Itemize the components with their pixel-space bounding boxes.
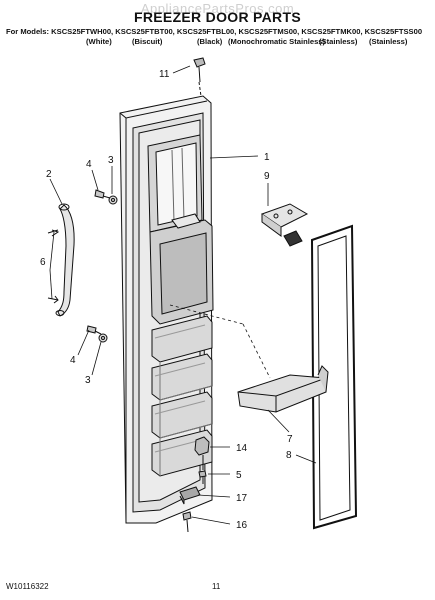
bracket-part xyxy=(260,203,309,247)
callout-16: 16 xyxy=(236,520,248,531)
callout-3-upper: 3 xyxy=(108,155,114,166)
color-label-stainless-1: (Stainless) xyxy=(319,37,358,46)
upper-screw-washer-part xyxy=(94,189,118,205)
color-label-stainless-2: (Stainless) xyxy=(369,37,408,46)
lower-screw-washer-part xyxy=(86,325,108,343)
door-handle-part xyxy=(47,203,75,317)
callout-8: 8 xyxy=(286,450,292,461)
callout-2: 2 xyxy=(46,169,52,180)
color-label-monochromatic-stainless: (Monochromatic Stainless) xyxy=(228,37,326,46)
callout-9: 9 xyxy=(264,171,270,182)
hinge-bushing-part xyxy=(194,436,210,470)
color-label-white: (White) xyxy=(86,37,112,46)
color-label-biscuit: (Biscuit) xyxy=(132,37,163,46)
callout-7: 7 xyxy=(287,434,293,445)
page-header: AppliancePartsPros.com FREEZER DOOR PART… xyxy=(0,0,435,70)
page-title: FREEZER DOOR PARTS xyxy=(134,9,301,25)
door-bin-part xyxy=(237,365,329,413)
callout-14: 14 xyxy=(236,443,248,454)
callout-11: 11 xyxy=(159,69,170,80)
door-panel-part xyxy=(119,95,214,524)
models-line: For Models: KSCS25FTWH00, KSCS25FTBT00, … xyxy=(6,27,423,36)
door-gasket-part xyxy=(310,224,358,530)
color-label-black: (Black) xyxy=(197,37,223,46)
page-number: 11 xyxy=(212,582,221,591)
callout-3-lower: 3 xyxy=(85,375,91,386)
leader-lines xyxy=(49,65,317,525)
callout-4-lower: 4 xyxy=(70,355,76,366)
callout-1: 1 xyxy=(264,152,270,163)
bottom-screw-part xyxy=(182,511,192,533)
callout-5: 5 xyxy=(236,470,242,481)
top-screw-part xyxy=(193,57,206,97)
hinge-screw-part xyxy=(198,470,207,484)
callout-6: 6 xyxy=(40,257,46,268)
callout-17: 17 xyxy=(236,493,248,504)
callout-4-upper: 4 xyxy=(86,159,92,170)
watermark-text: AppliancePartsPros.com xyxy=(140,1,295,16)
document-number: W10116322 xyxy=(6,582,49,591)
